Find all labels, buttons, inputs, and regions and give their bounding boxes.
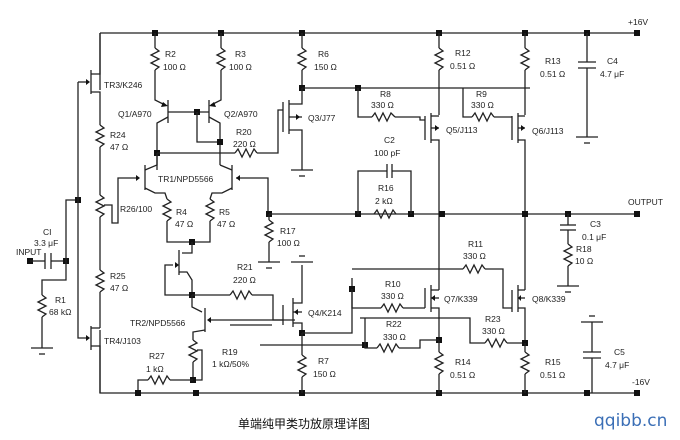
r6-ref: R6 bbox=[318, 49, 329, 59]
diagram-title: 单端纯甲类功放原理详图 bbox=[238, 416, 370, 431]
r25-value: 47 Ω bbox=[110, 283, 128, 293]
r24-ref: R24 bbox=[110, 130, 126, 140]
q4-ref: Q4/K214 bbox=[308, 308, 342, 318]
r24-value: 47 Ω bbox=[110, 142, 128, 152]
r7-ref: R7 bbox=[318, 356, 329, 366]
r22-ref: R22 bbox=[386, 319, 402, 329]
r22-value: 330 Ω bbox=[383, 332, 406, 342]
r15-value: 0.51 Ω bbox=[540, 370, 565, 380]
r14-ref: R14 bbox=[455, 357, 471, 367]
q1-ref: Q1/A970 bbox=[118, 109, 152, 119]
r15-ref: R15 bbox=[545, 357, 561, 367]
c3-value: 0.1 μF bbox=[582, 232, 606, 242]
r14-value: 0.51 Ω bbox=[450, 370, 475, 380]
r23-ref: R23 bbox=[485, 314, 501, 324]
r21-value: 220 Ω bbox=[233, 275, 256, 285]
r20-ref: R20 bbox=[236, 127, 252, 137]
r11-value: 330 Ω bbox=[463, 251, 486, 261]
c5-ref: C5 bbox=[614, 347, 625, 357]
q2-ref: Q2/A970 bbox=[224, 109, 258, 119]
q8-ref: Q8/K339 bbox=[532, 294, 566, 304]
output-terminal bbox=[634, 211, 640, 217]
r5-value: 47 Ω bbox=[217, 219, 235, 229]
r5-ref: R5 bbox=[219, 207, 230, 217]
r4-ref: R4 bbox=[176, 207, 187, 217]
r16-ref: R16 bbox=[378, 183, 394, 193]
r12-value: 0.51 Ω bbox=[450, 61, 475, 71]
r16-value: 2 kΩ bbox=[375, 196, 393, 206]
output-label: OUTPUT bbox=[628, 197, 663, 207]
q5-ref: Q5/J113 bbox=[446, 125, 478, 135]
tr4-ref: TR4/J103 bbox=[104, 336, 141, 346]
tr2-ref: TR2/NPD5566 bbox=[130, 318, 186, 328]
r10-ref: R10 bbox=[385, 279, 401, 289]
r13-value: 0.51 Ω bbox=[540, 69, 565, 79]
c1-ref: CI bbox=[43, 227, 52, 237]
input-label: INPUT bbox=[16, 247, 42, 257]
positive-rail-label: +16V bbox=[628, 17, 648, 27]
r3-ref: R3 bbox=[235, 49, 246, 59]
r1-value: 68 kΩ bbox=[49, 307, 71, 317]
r27-ref: R27 bbox=[149, 351, 165, 361]
tr3-ref: TR3/K246 bbox=[104, 80, 143, 90]
r21-ref: R21 bbox=[237, 262, 253, 272]
r8-value: 330 Ω bbox=[371, 100, 394, 110]
positive-rail-terminal bbox=[634, 30, 640, 36]
r19-ref: R19 bbox=[222, 347, 238, 357]
c1-value: 3.3 μF bbox=[34, 238, 58, 248]
r1-ref: R1 bbox=[55, 295, 66, 305]
r7-value: 150 Ω bbox=[313, 369, 336, 379]
r8-ref: R8 bbox=[380, 89, 391, 99]
r11-ref: R11 bbox=[468, 239, 483, 249]
r9-ref: R9 bbox=[476, 89, 487, 99]
r9-value: 330 Ω bbox=[471, 100, 494, 110]
watermark: qqibb.cn bbox=[594, 411, 667, 431]
r25-ref: R25 bbox=[110, 271, 126, 281]
r23-value: 330 Ω bbox=[482, 326, 505, 336]
q7-ref: Q7/K339 bbox=[444, 294, 478, 304]
q3-ref: Q3/J77 bbox=[308, 113, 336, 123]
q6-ref: Q6/J113 bbox=[532, 126, 564, 136]
negative-rail-terminal bbox=[634, 390, 640, 396]
r26-ref: R26/100 bbox=[120, 204, 152, 214]
r12-ref: R12 bbox=[455, 48, 471, 58]
r18-ref: R18 bbox=[576, 244, 592, 254]
c3-ref: C3 bbox=[590, 219, 601, 229]
r10-value: 330 Ω bbox=[381, 291, 404, 301]
r27-value: 1 kΩ bbox=[146, 364, 164, 374]
c4-value: 4.7 μF bbox=[600, 69, 624, 79]
r17-ref: R17 bbox=[280, 226, 296, 236]
c2-ref: C2 bbox=[384, 135, 395, 145]
c5-value: 4.7 μF bbox=[605, 360, 629, 370]
r19-value: 1 kΩ/50% bbox=[212, 359, 250, 369]
negative-rail-label: -16V bbox=[632, 377, 650, 387]
r17-value: 100 Ω bbox=[277, 238, 300, 248]
c4-ref: C4 bbox=[607, 56, 618, 66]
r18-value: 10 Ω bbox=[575, 256, 593, 266]
r13-ref: R13 bbox=[545, 56, 561, 66]
r3-value: 100 Ω bbox=[229, 62, 252, 72]
r20-value: 220 Ω bbox=[233, 139, 256, 149]
r2-ref: R2 bbox=[165, 49, 176, 59]
r2-value: 100 Ω bbox=[163, 62, 186, 72]
r6-value: 150 Ω bbox=[314, 62, 337, 72]
tr1-ref: TR1/NPD5566 bbox=[158, 174, 214, 184]
r4-value: 47 Ω bbox=[175, 219, 193, 229]
c2-value: 100 pF bbox=[374, 148, 400, 158]
